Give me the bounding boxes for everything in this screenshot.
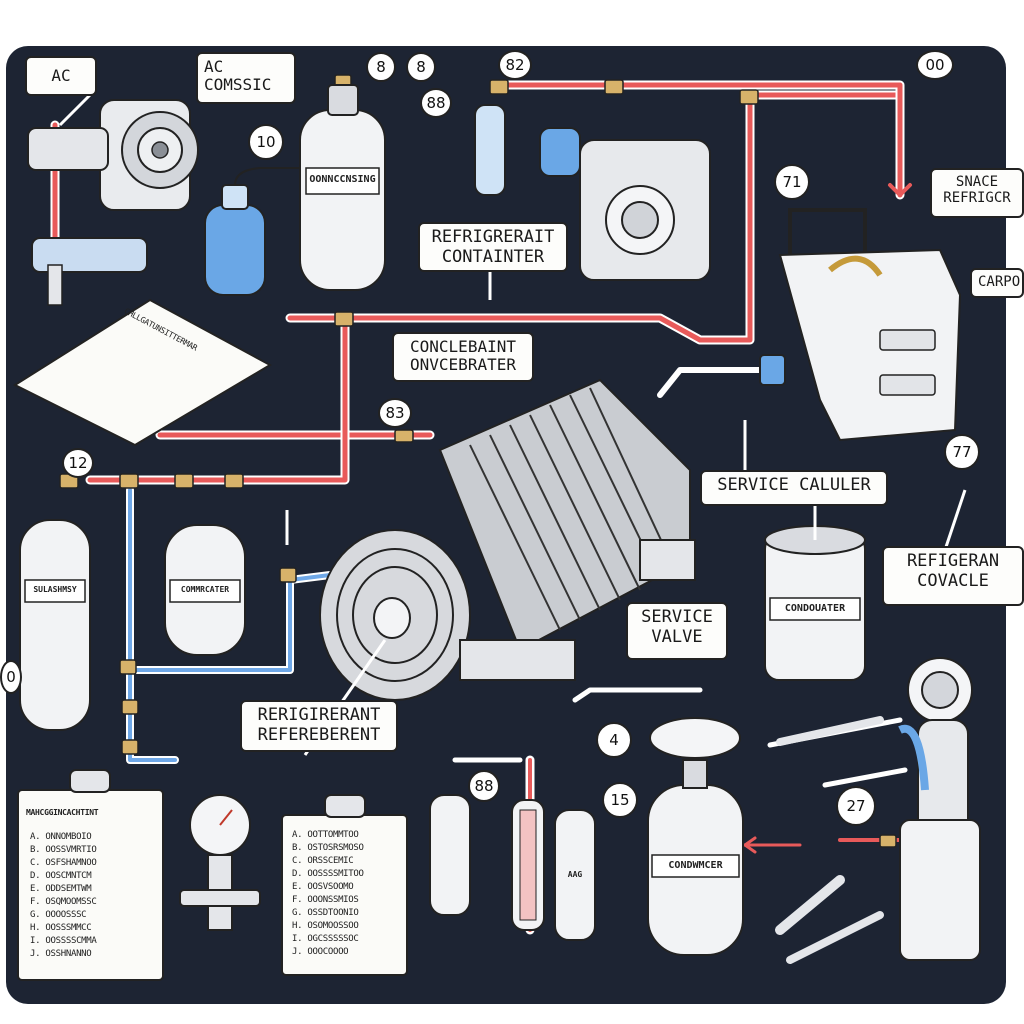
clipboard-left-item: H. OOSSSMMCC	[30, 923, 92, 933]
clipboard-middle-item: G. OSSDTOONIO	[292, 908, 359, 918]
marker-83: 83	[378, 398, 412, 428]
label-service-valve: SERVICE VALVE	[626, 602, 728, 660]
clipboard-left-item: F. OSQMOOMSSC	[30, 897, 97, 907]
clipboard-left-item: E. ODDSEMTWM	[30, 884, 92, 894]
clipboard-left-title: MAHCGGINCACHTINT	[26, 808, 99, 817]
mid-tank-left	[164, 524, 246, 656]
refrigerant-bottle-small	[204, 167, 300, 296]
clipboard-bottom-middle	[281, 794, 408, 976]
clipboard-left-item: D. OOSCMNTCM	[30, 871, 92, 881]
tank-label-bottom-tank: CONDWMCER	[668, 860, 723, 871]
marker-82: 82	[498, 50, 532, 80]
clipboard-middle-item: A. OOTTOMMTOO	[292, 830, 359, 840]
clipboard-middle-item: E. OOSVSOOMO	[292, 882, 354, 892]
label-refrigerant-container: REFRIGRERAIT CONTAINTER	[418, 222, 568, 272]
clipboard-middle-item: F. OOONSSMIOS	[292, 895, 359, 905]
label-ac-comssic: AC COMSSIC	[196, 52, 296, 104]
small-cylinders-bottom	[429, 794, 596, 941]
tank-label-mid-left: COMMRCATER	[180, 585, 230, 594]
label-carpo: CARPO	[970, 268, 1024, 298]
clipboard-left-item: I. OOSSSSCMMA	[30, 936, 97, 946]
service-storage-box	[759, 208, 962, 442]
pipe-fittings	[59, 74, 897, 848]
marker-88-top: 88	[420, 88, 452, 118]
label-refrigerant-referebent: RERIGIRERANT REFEREBERENT	[240, 700, 398, 752]
clipboard-left-item: G. OOOOSSSC	[30, 910, 87, 920]
tank-label-small-cylinder: AAG	[567, 870, 583, 879]
pressure-gauge-right	[898, 657, 981, 961]
ac-compressor-unit	[27, 99, 199, 306]
clipboard-middle-item: J. OOOCOOOO	[292, 947, 349, 957]
marker-15: 15	[602, 782, 638, 818]
clipboard-middle-item: H. OSOMOOSSOO	[292, 921, 359, 931]
marker-4: 4	[596, 722, 632, 758]
label-coolant-concentrator: CONCLEBAINT ONVCEBRATER	[392, 332, 534, 382]
document-top-left	[12, 298, 273, 447]
tank-label-canister: CONDOUATER	[784, 603, 846, 614]
clipboard-middle-item: I. OGCSSSSSOC	[292, 934, 359, 944]
label-service-calculer: SERVICE CALULER	[700, 470, 888, 506]
marker-00: 00	[916, 50, 954, 80]
label-refrigeran-covacle: REFIGERAN COVACLE	[882, 546, 1024, 606]
marker-10: 10	[248, 124, 284, 160]
clipboard-middle-list: A. OOTTOMMTOO B. OSTOSRSMOSO C. ORSSCEMI…	[292, 830, 364, 957]
clipboard-left-item: B. OOSSVMRTIO	[30, 845, 97, 855]
tall-tank-left	[19, 519, 91, 731]
marker-8-b: 8	[406, 52, 436, 82]
refrigerant-tank-bottom	[647, 717, 744, 956]
marker-12: 12	[62, 448, 94, 478]
clipboard-left-list: A. ONNOMBOIO B. OOSSVMRTIO C. OSFSHAMNOO…	[30, 832, 97, 959]
refrigerant-cylinder-top	[299, 84, 386, 291]
clipboard-middle-item: C. ORSSCEMIC	[292, 856, 354, 866]
main-compressor	[319, 378, 696, 701]
clipboard-left-item: J. OSSHNANNO	[30, 949, 92, 959]
clipboard-left-item: A. ONNOMBOIO	[30, 832, 92, 842]
clipboard-left-item: C. OSFSHAMNOO	[30, 858, 97, 868]
label-space-refrigerator: SNACE REFRIGCR	[930, 168, 1024, 218]
clipboard-middle-item: D. OOSSSSMITOO	[292, 869, 364, 879]
marker-8-a: 8	[366, 52, 396, 82]
clipboard-middle-item: B. OSTOSRSMOSO	[292, 843, 364, 853]
pressure-gauge-left	[179, 794, 261, 931]
marker-27: 27	[836, 786, 876, 826]
tank-label-tall-left: SULASHMSY	[33, 585, 77, 594]
top-compressor	[474, 104, 711, 281]
clipboard-bottom-left	[17, 769, 164, 981]
service-tools	[775, 716, 884, 964]
marker-77: 77	[944, 434, 980, 470]
tank-label-top-cylinder: OONNCCNSING	[309, 174, 376, 185]
marker-88-bottom: 88	[468, 770, 500, 802]
marker-0: 0	[0, 660, 22, 694]
label-ac: AC	[25, 56, 97, 96]
marker-71: 71	[774, 164, 810, 200]
